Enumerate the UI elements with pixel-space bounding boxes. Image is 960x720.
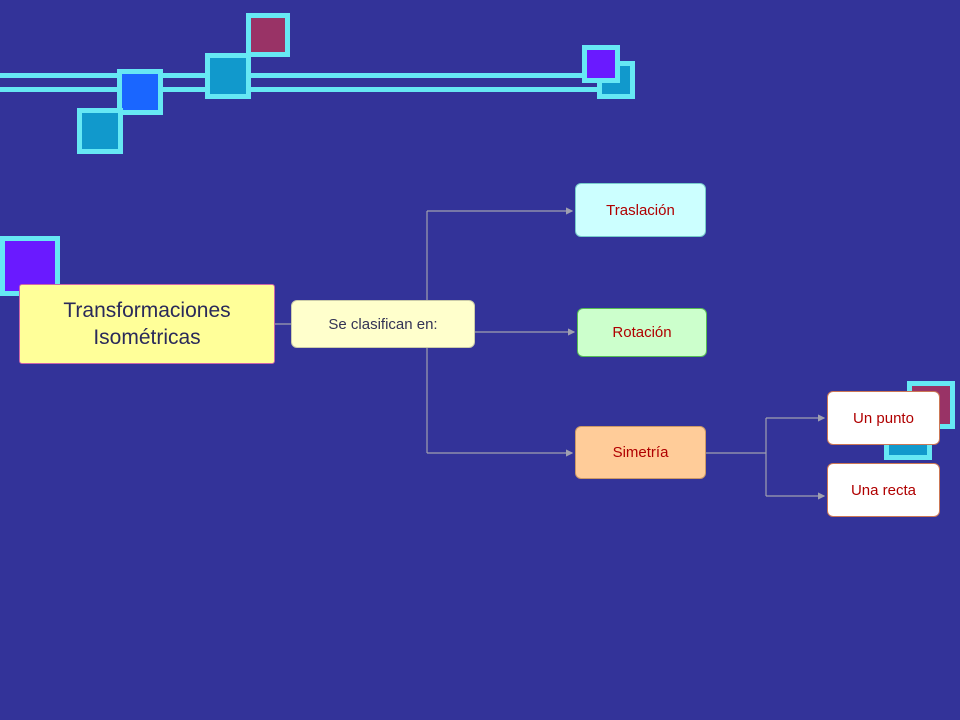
decorative-square-right-front bbox=[582, 45, 620, 83]
decorative-square-teal-2 bbox=[77, 108, 123, 154]
decorative-line-inner bbox=[0, 78, 622, 87]
node-simetria-label: Simetría bbox=[612, 444, 669, 461]
node-un-punto: Un punto bbox=[827, 391, 940, 445]
node-simetria: Simetría bbox=[575, 426, 706, 479]
node-una-recta-label: Una recta bbox=[850, 481, 917, 499]
node-root-label: Transformaciones Isométricas bbox=[63, 299, 231, 349]
decorative-square-teal-1 bbox=[205, 53, 251, 99]
node-relation: Se clasifican en: bbox=[291, 300, 475, 348]
connector-lines bbox=[275, 207, 826, 500]
decorative-square-maroon bbox=[246, 13, 290, 57]
node-relation-label: Se clasifican en: bbox=[328, 315, 438, 333]
node-rotacion: Rotación bbox=[577, 308, 707, 357]
node-rotacion-label: Rotación bbox=[612, 324, 672, 341]
decorative-square-blue bbox=[117, 69, 163, 115]
node-root: Transformaciones Isométricas bbox=[19, 284, 275, 364]
node-traslacion-label: Traslación bbox=[606, 201, 675, 219]
node-una-recta: Una recta bbox=[827, 463, 940, 517]
node-traslacion: Traslación bbox=[575, 183, 706, 237]
node-un-punto-label: Un punto bbox=[853, 409, 914, 427]
